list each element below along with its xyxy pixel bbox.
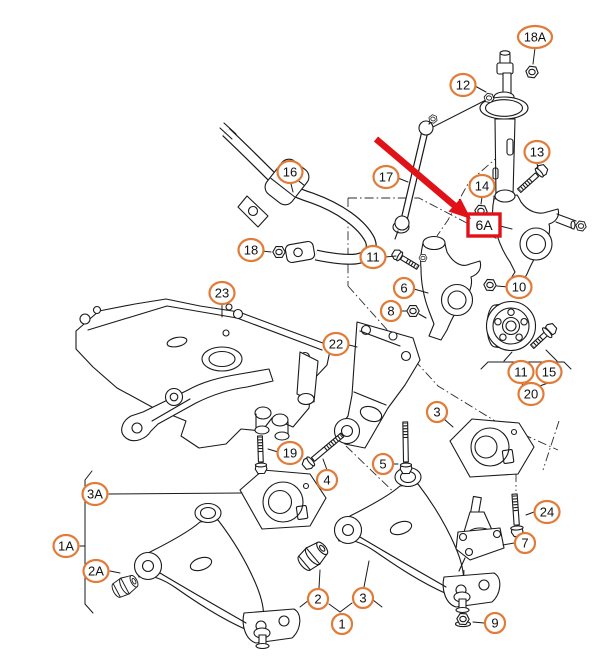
callout-1A[interactable]: 1A [52,533,80,559]
svg-text:17: 17 [379,170,393,185]
callout-7[interactable]: 7 [513,531,537,555]
callout-16[interactable]: 16 [276,159,304,185]
bolt-15-drawing [529,322,558,349]
callout-11-b[interactable]: 11 [507,359,535,385]
svg-text:2A: 2A [88,564,104,579]
svg-text:3: 3 [359,591,366,606]
callout-13[interactable]: 13 [523,139,551,165]
highlight-arrow [373,136,458,209]
callout-8[interactable]: 8 [379,299,403,323]
svg-text:1: 1 [338,617,345,632]
arm-mount-right-drawing [449,418,535,478]
svg-text:23: 23 [215,286,229,301]
svg-text:11: 11 [514,365,528,380]
callout-3A[interactable]: 3A [81,481,109,507]
svg-text:14: 14 [475,179,489,194]
nut-18A-drawing [524,65,540,79]
callout-17[interactable]: 17 [372,164,400,190]
nut-10-drawing [482,278,498,292]
callout-6[interactable]: 6 [392,276,416,300]
callout-2[interactable]: 2 [306,587,330,611]
subframe-bracket-drawing [333,321,421,449]
svg-text:16: 16 [283,165,297,180]
svg-text:13: 13 [530,145,544,160]
svg-text:12: 12 [456,78,470,93]
nuts-drawing [406,65,540,628]
bolt-19-drawing [254,435,268,475]
callout-3[interactable]: 3 [425,400,449,424]
bolt-4-drawing [301,432,345,470]
control-arm-drawing [333,466,501,614]
callout-14[interactable]: 14 [468,173,496,199]
callout-22[interactable]: 22 [322,331,350,357]
callout-2A[interactable]: 2A [82,558,110,584]
knuckle-right-drawing [492,189,588,284]
callout-11[interactable]: 11 [359,244,387,270]
knuckle-left-drawing [418,235,482,341]
svg-text:1A: 1A [58,539,74,554]
callout-9[interactable]: 9 [483,611,507,635]
callout-3-b[interactable]: 3 [351,586,375,610]
wheel-hub-drawing [485,300,537,352]
svg-text:11: 11 [366,250,380,265]
callout-15[interactable]: 15 [535,359,563,385]
bolt-24-drawing [510,493,524,538]
bolt-13-drawing [517,164,549,194]
svg-text:2: 2 [314,592,321,607]
callout-6A[interactable]: 6A [466,212,502,238]
sway-bar-drawing [219,122,377,265]
callout-1[interactable]: 1 [330,612,354,636]
nut-8-drawing [406,305,420,317]
svg-text:6: 6 [400,281,407,296]
callout-10[interactable]: 10 [505,274,533,300]
svg-text:3A: 3A [87,487,103,502]
svg-text:18: 18 [244,243,258,258]
callout-4[interactable]: 4 [315,468,339,492]
highlight-overlay [373,136,471,219]
subframe-drawing [75,298,332,449]
svg-text:19: 19 [283,446,297,461]
callout-23[interactable]: 23 [208,280,236,306]
ball-joint-drawing [455,495,505,572]
svg-text:5: 5 [379,457,386,472]
svg-text:3: 3 [433,405,440,420]
arm-mount-left-drawing [239,469,327,530]
svg-text:4: 4 [323,473,330,488]
svg-text:9: 9 [491,616,498,631]
callout-18[interactable]: 18 [237,237,265,263]
bolt-11-drawing [391,249,420,270]
callout-18A[interactable]: 18A [516,24,554,50]
svg-text:24: 24 [540,505,554,520]
svg-text:7: 7 [521,536,528,551]
svg-text:18A: 18A [524,30,547,44]
svg-text:10: 10 [512,280,526,295]
svg-text:8: 8 [387,304,394,319]
svg-text:6A: 6A [475,217,493,233]
callout-12[interactable]: 12 [449,72,477,98]
bolt-5-drawing [399,421,413,475]
callout-19[interactable]: 19 [276,440,304,466]
highlight-arrow-head [448,198,471,219]
svg-text:15: 15 [542,365,556,380]
svg-text:20: 20 [524,387,538,402]
callout-5[interactable]: 5 [371,452,395,476]
callout-24[interactable]: 24 [533,499,561,525]
svg-text:22: 22 [329,337,343,352]
callout-20[interactable]: 20 [517,381,545,407]
